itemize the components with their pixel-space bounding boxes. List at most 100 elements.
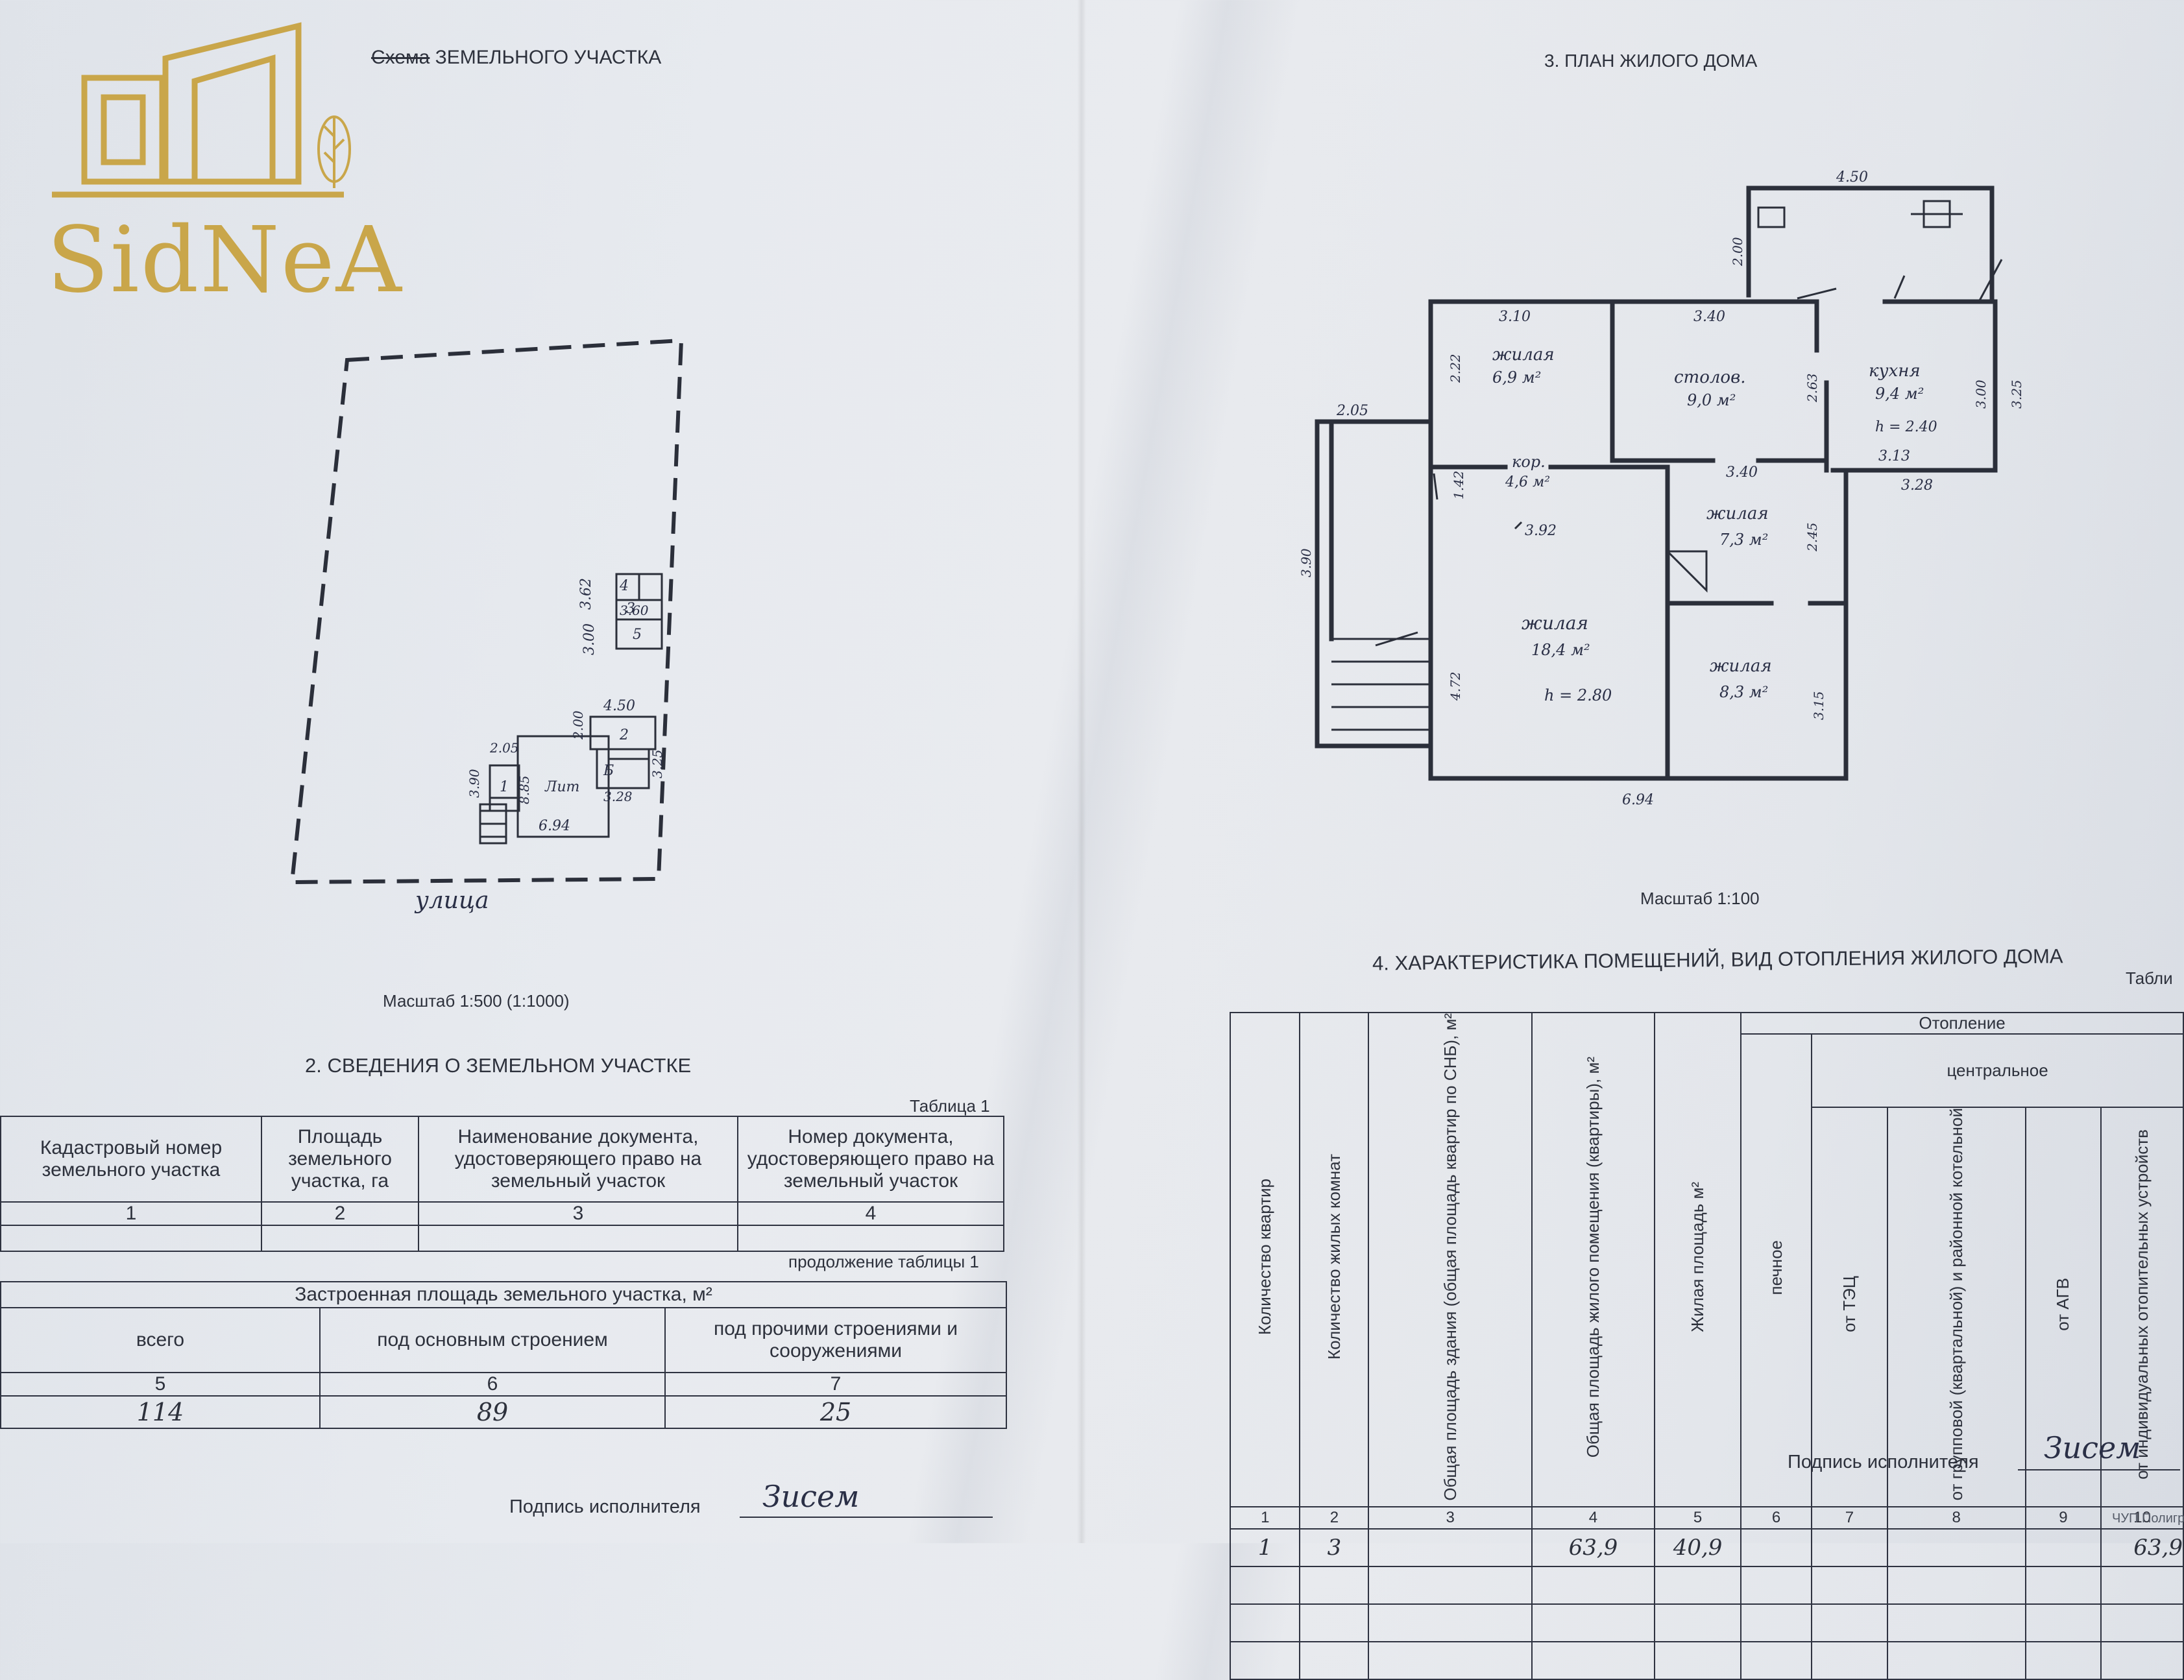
right-scale: Масштаб 1:100 bbox=[1640, 889, 1760, 908]
room-4-name: кор. bbox=[1512, 453, 1546, 471]
room-3-area: 9,4 м² bbox=[1875, 385, 1924, 403]
dim-h5: 4.72 bbox=[1448, 671, 1463, 701]
t2-header-5: Жилая площадь м² bbox=[1654, 1012, 1742, 1507]
room-2-area: 9,0 м² bbox=[1687, 391, 1736, 409]
t1-header-3: Наименование документа, удостоверяющего … bbox=[418, 1116, 738, 1203]
left-signature-label: Подпись исполнителя bbox=[509, 1496, 701, 1517]
t2-header-10: от индивидуальных отопительных устройств bbox=[2100, 1107, 2184, 1507]
t2-value-7 bbox=[1811, 1528, 1888, 1567]
t2-value-4: 63,9 bbox=[1531, 1528, 1656, 1567]
plot-label-d8: 3.28 bbox=[603, 789, 633, 804]
plot-label-d6: 2.05 bbox=[489, 740, 519, 756]
plot-label-d10: 3.00 bbox=[581, 623, 598, 655]
plot-label-d11: 3.60 bbox=[620, 603, 649, 618]
room-6-name: жилая bbox=[1522, 612, 1588, 634]
plot-label-d5: 3.90 bbox=[467, 769, 482, 798]
t2-num-8: 8 bbox=[1886, 1506, 2026, 1530]
room-3-name: кухня bbox=[1869, 361, 1921, 381]
logo: SidNeA bbox=[39, 19, 402, 313]
table1-continued: Застроенная площадь земельного участка, … bbox=[0, 1281, 1007, 1429]
building-3 bbox=[596, 748, 650, 789]
right-signature: Зисем bbox=[2044, 1430, 2141, 1465]
street-label: улица bbox=[415, 887, 489, 914]
t1b-value-total: 114 bbox=[0, 1395, 321, 1429]
t2-header-6: печное bbox=[1740, 1033, 1813, 1507]
scheme-title: Схема ЗЕМЕЛЬНОГО УЧАСТКА bbox=[371, 47, 661, 69]
table2: Количество квартир Количество жилых комн… bbox=[1229, 1012, 2184, 1680]
t1-header-2: Площадь земельного участка, га bbox=[261, 1116, 419, 1203]
plot-label-n1: 1 bbox=[500, 779, 509, 795]
section2-title: 2. СВЕДЕНИЯ О ЗЕМЕЛЬНОМ УЧАСТКЕ bbox=[305, 1054, 692, 1077]
t2-num-3: 3 bbox=[1368, 1506, 1533, 1530]
dim-porch: 2.05 bbox=[1336, 403, 1368, 419]
room-7-name: жилая bbox=[1710, 656, 1772, 676]
t2-value-5: 40,9 bbox=[1654, 1528, 1742, 1567]
footer-stamp: ЧУП Полигр bbox=[2112, 1511, 2184, 1526]
t2-value-8 bbox=[1886, 1528, 2026, 1567]
dim-w5: 3.13 bbox=[1878, 448, 1910, 464]
room-5-area: 7,3 м² bbox=[1719, 531, 1768, 549]
t2-num-1: 1 bbox=[1229, 1506, 1301, 1530]
page-fold bbox=[1077, 0, 1086, 1543]
t2-header-3: Общая площадь здания (общая площадь квар… bbox=[1368, 1012, 1533, 1507]
t2-num-2: 2 bbox=[1299, 1506, 1370, 1530]
dim-top: 4.50 bbox=[1836, 169, 1868, 186]
continuation-label: продолжение таблицы 1 bbox=[788, 1252, 979, 1271]
plot-label-d2: 2.00 bbox=[570, 710, 586, 740]
plot-label-lit-b: Б bbox=[603, 763, 614, 779]
dim-h2: 2.22 bbox=[1448, 354, 1463, 383]
t1b-num-2: 6 bbox=[319, 1372, 666, 1397]
t2-header-4: Общая площадь жилого помещения (квартиры… bbox=[1531, 1012, 1656, 1507]
t1-value-1 bbox=[0, 1225, 262, 1252]
t1-value-3 bbox=[418, 1225, 738, 1252]
plot-label-n2: 2 bbox=[619, 727, 629, 743]
section4-title: 4. ХАРАКТЕРИСТИКА ПОМЕЩЕНИЙ, ВИД ОТОПЛЕН… bbox=[1372, 944, 2063, 975]
plot-label-n3: 3 bbox=[626, 601, 635, 617]
t2-header-9: от АГВ bbox=[2024, 1107, 2102, 1507]
plot-label-d3: 3.25 bbox=[649, 749, 665, 778]
t2-num-6: 6 bbox=[1740, 1506, 1813, 1530]
land-plot-scheme: 3.62 3.00 3.60 4 3 5 4.50 2.00 2 Б 3.25 … bbox=[289, 338, 684, 885]
dim-w6: 3.28 bbox=[1901, 477, 1933, 494]
dim-h9: 3.00 bbox=[1973, 379, 1989, 409]
t2-value-9 bbox=[2024, 1528, 2102, 1567]
table2-label: Табли bbox=[2126, 968, 2173, 988]
t1b-num-3: 7 bbox=[664, 1372, 1007, 1397]
t1-num-1: 1 bbox=[0, 1201, 262, 1226]
main-house bbox=[516, 735, 610, 838]
scheme-title-rest: ЗЕМЕЛЬНОГО УЧАСТКА bbox=[430, 47, 662, 68]
room-1-name: жилая bbox=[1492, 345, 1555, 365]
plot-label-d7: 8.85 bbox=[516, 775, 532, 804]
t2-value-10: 63,9 bbox=[2100, 1528, 2184, 1567]
scheme-title-struck: Схема bbox=[371, 47, 430, 68]
dim-h7: 2.45 bbox=[1804, 522, 1820, 552]
t1b-group-header: Застроенная площадь земельного участка, … bbox=[0, 1281, 1007, 1308]
plot-boundary bbox=[289, 338, 684, 885]
left-signature: Зисем bbox=[762, 1479, 860, 1514]
t1-header-1: Кадастровый номер земельного участка bbox=[0, 1116, 262, 1203]
room-1-area: 6,9 м² bbox=[1492, 368, 1541, 387]
right-signature-line bbox=[2018, 1469, 2180, 1470]
t2-header-1: Количество квартир bbox=[1229, 1012, 1301, 1507]
table1: Кадастровый номер земельного участка Пло… bbox=[0, 1116, 1004, 1252]
room-2-name: столов. bbox=[1674, 368, 1745, 387]
dim-w3: 3.40 bbox=[1726, 464, 1758, 481]
t1-header-4: Номер документа, удостоверяющего право н… bbox=[737, 1116, 1004, 1203]
t2-header-7: от ТЭЦ bbox=[1811, 1107, 1888, 1507]
plot-label-n4: 4 bbox=[619, 578, 629, 594]
logo-text: SidNeA bbox=[47, 208, 403, 313]
dim-h1: 2.00 bbox=[1730, 237, 1745, 267]
room-5-name: жилая bbox=[1706, 504, 1769, 523]
t2-heating-header: Отопление bbox=[1740, 1012, 2184, 1035]
dim-bottom: 6.94 bbox=[1622, 792, 1654, 808]
t2-value-3 bbox=[1368, 1528, 1533, 1567]
dim-w2: 3.40 bbox=[1693, 309, 1725, 325]
t1b-header-1: всего bbox=[0, 1307, 321, 1373]
room-7-area: 8,3 м² bbox=[1719, 683, 1768, 701]
t1-num-2: 2 bbox=[261, 1201, 419, 1226]
room-4-area: 4,6 м² bbox=[1505, 474, 1550, 490]
t1b-value-other: 25 bbox=[664, 1395, 1007, 1429]
t1-value-2 bbox=[261, 1225, 419, 1252]
t2-num-9: 9 bbox=[2024, 1506, 2102, 1530]
plot-label-d4: 6.94 bbox=[539, 818, 570, 834]
